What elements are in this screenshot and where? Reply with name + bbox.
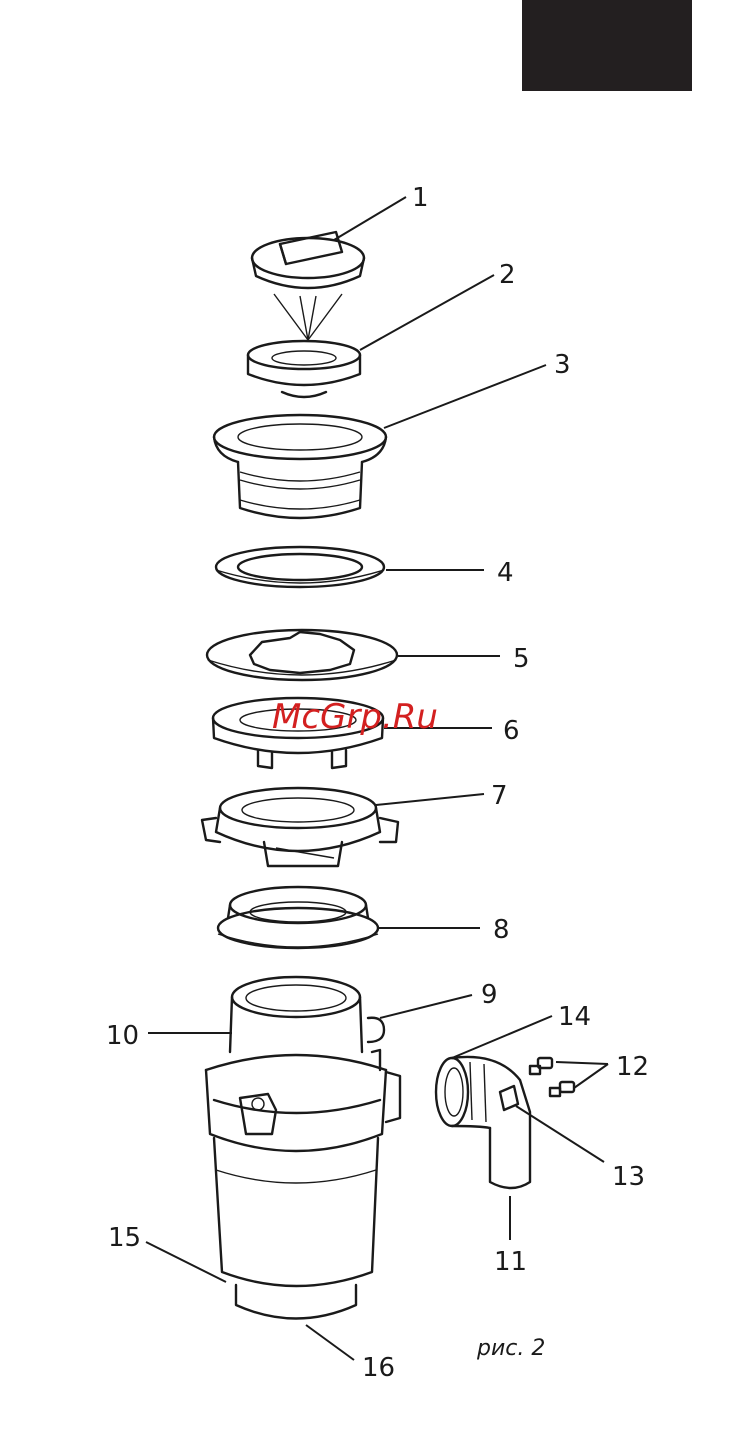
part-4-fiber-gasket (216, 547, 384, 587)
callout-1: 1 (412, 183, 429, 213)
part-1-stopper (252, 232, 364, 340)
watermark: McGrp.Ru (272, 697, 438, 737)
callout-6: 6 (503, 716, 520, 746)
callout-12: 12 (616, 1052, 649, 1082)
part-12-screws (530, 1058, 574, 1096)
part-11-discharge-elbow (436, 1057, 530, 1188)
callout-10: 10 (106, 1021, 139, 1051)
callout-13: 13 (612, 1162, 645, 1192)
callout-3: 3 (554, 350, 571, 380)
callout-15: 15 (108, 1223, 141, 1253)
part-2-splash-guard (248, 341, 360, 397)
part-8-sealing-ring (218, 887, 378, 948)
part-10-disposer-body (206, 977, 400, 1319)
callout-11: 11 (494, 1247, 527, 1277)
figure-caption: рис. 2 (476, 1336, 545, 1361)
callout-14: 14 (558, 1002, 591, 1032)
callout-5: 5 (513, 644, 530, 674)
part-5-backup-ring (207, 630, 397, 680)
part-3-sink-flange (214, 415, 386, 518)
callout-7: 7 (491, 781, 508, 811)
callout-4: 4 (497, 558, 514, 588)
callout-16: 16 (362, 1353, 395, 1383)
callout-8: 8 (493, 915, 510, 945)
part-7-mounting-assembly (202, 788, 398, 866)
part-9-dishwasher-inlet (368, 1018, 384, 1042)
callout-9: 9 (481, 980, 498, 1010)
callout-2: 2 (499, 260, 516, 290)
